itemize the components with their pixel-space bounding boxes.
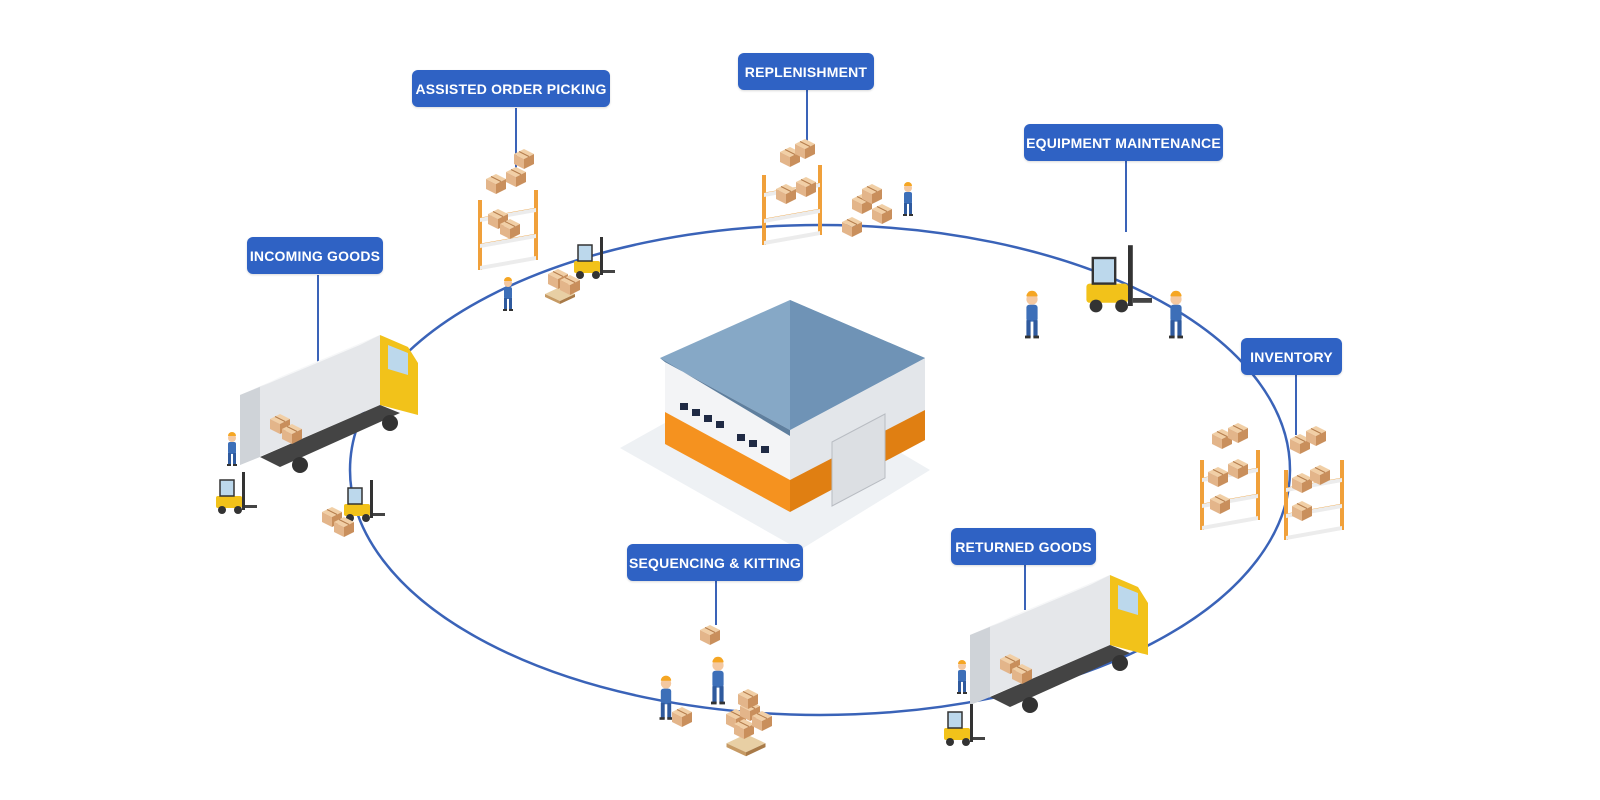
label-returned-goods: RETURNED GOODS [951,528,1096,565]
sequencing-kitting-illustration [659,624,773,757]
returned-goods-illustration [943,575,1148,747]
label-incoming-goods: INCOMING GOODS [247,237,383,274]
label-sequencing-kitting: SEQUENCING & KITTING [627,544,803,581]
label-inventory: INVENTORY [1241,338,1342,375]
label-assisted-order-picking: ASSISTED ORDER PICKING [412,70,610,107]
equipment-maintenance-illustration [1025,243,1183,339]
central-warehouse-building [620,300,930,550]
inventory-illustration [1200,422,1344,540]
label-replenishment: REPLENISHMENT [738,53,874,90]
incoming-goods-illustration [215,335,418,538]
label-equipment-maintenance: EQUIPMENT MAINTENANCE [1024,124,1223,161]
replenishment-illustration [762,138,913,245]
assisted-order-picking-illustration [478,148,616,311]
